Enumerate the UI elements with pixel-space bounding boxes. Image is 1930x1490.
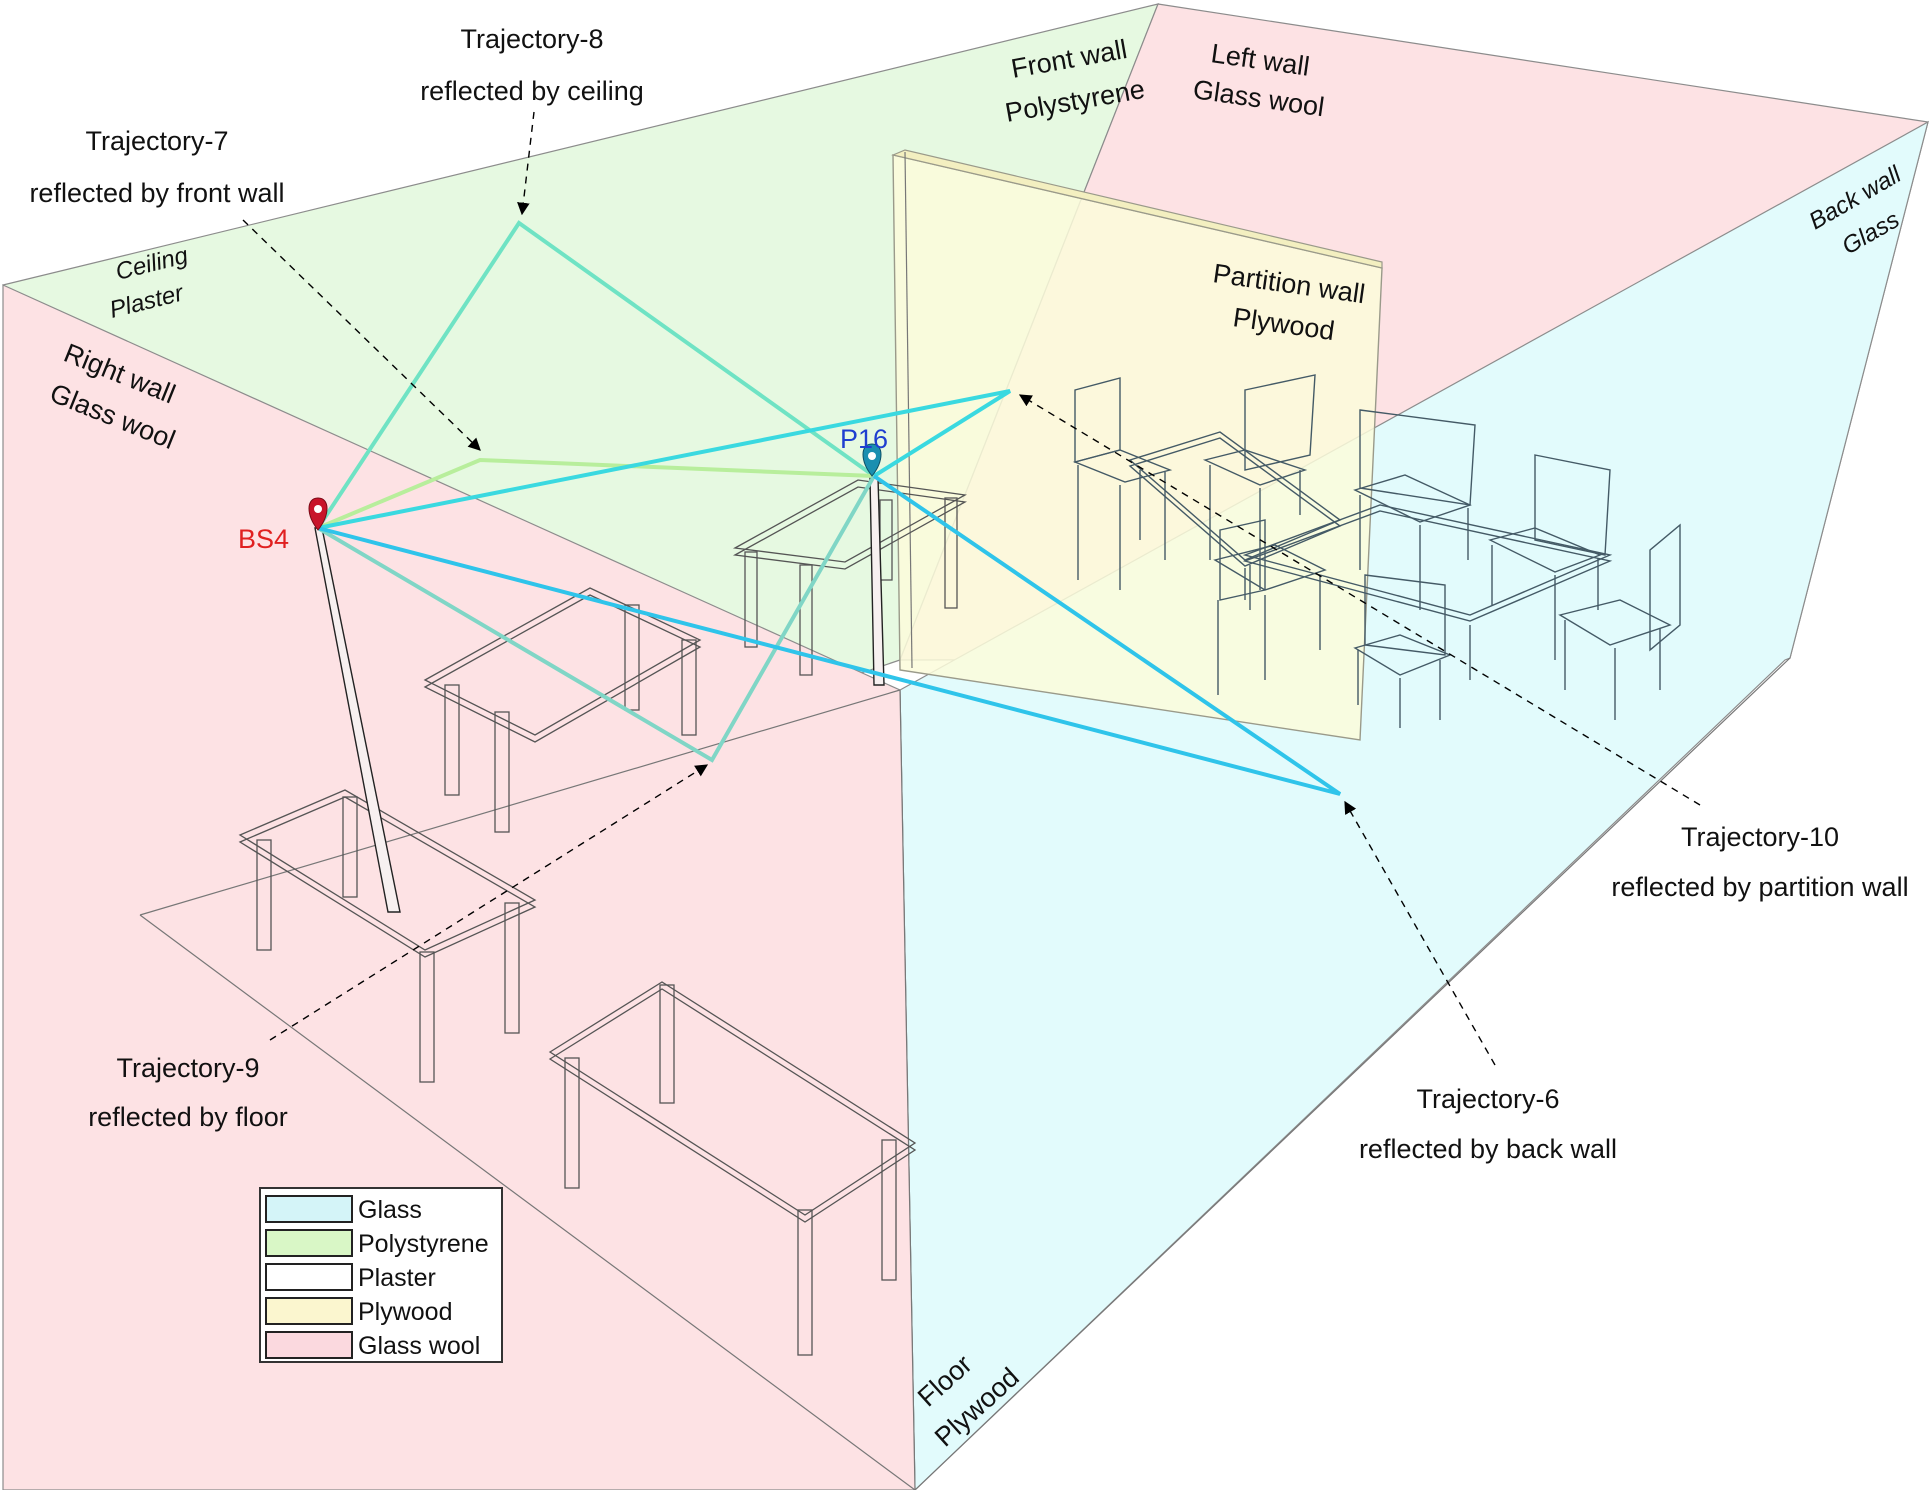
chair-4 <box>1488 454 1611 660</box>
trajectory-10-desc: reflected by partition wall <box>1611 872 1908 902</box>
chair-7 <box>1558 523 1681 720</box>
trajectory-6-path <box>317 474 1342 796</box>
legend-swatch-polystyrene <box>265 1229 353 1257</box>
room-edge-floor-right <box>139 914 916 1490</box>
bs-marker <box>308 497 328 531</box>
legend-swatch-plywood <box>265 1297 353 1325</box>
trajectory-6-leader <box>1344 800 1496 1066</box>
chair-1 <box>1072 377 1173 590</box>
legend: Glass Polystyrene Plaster Plywood Glass … <box>259 1187 503 1363</box>
legend-label-plywood: Plywood <box>358 1298 453 1326</box>
trajectory-9-leader <box>269 764 709 1041</box>
trajectory-9-path <box>316 475 876 763</box>
floor-surface <box>140 690 915 1490</box>
bs-label: BS4 <box>238 524 289 554</box>
legend-label-glass: Glass <box>358 1196 422 1224</box>
chair-3 <box>1353 409 1476 610</box>
partition-wall-side <box>891 149 1383 269</box>
trajectory-7-name: Trajectory-7 <box>85 126 228 156</box>
trajectory-7-path <box>317 457 875 530</box>
trajectory-9-desc: reflected by floor <box>88 1102 288 1132</box>
trajectory-7-desc: reflected by front wall <box>29 178 284 208</box>
long-table <box>1242 504 1613 680</box>
legend-swatch-glass <box>265 1195 353 1223</box>
chair-5 <box>1213 519 1327 695</box>
legend-label-glass-wool: Glass wool <box>358 1332 480 1360</box>
table-3 <box>548 981 917 1356</box>
trajectory-8-path <box>316 220 876 530</box>
trajectory-8-name: Trajectory-8 <box>460 24 603 54</box>
trajectories <box>316 220 1342 796</box>
trajectory-8-desc: reflected by ceiling <box>420 76 644 106</box>
room-edge-floor-front <box>139 689 901 916</box>
trajectory-8-leader <box>517 111 535 216</box>
trajectory-10-path <box>317 389 1012 530</box>
table-4 <box>732 479 968 676</box>
trajectory-6-desc: reflected by back wall <box>1359 1134 1617 1164</box>
room-edge-corner <box>899 689 916 1490</box>
legend-label-plaster: Plaster <box>358 1264 436 1292</box>
legend-swatch-plaster <box>265 1263 353 1291</box>
trajectory-10-name: Trajectory-10 <box>1681 822 1839 852</box>
table-2 <box>423 587 702 833</box>
table-1 <box>238 789 537 1083</box>
trajectory-6-name: Trajectory-6 <box>1416 1084 1559 1114</box>
trajectory-10-leader <box>1018 394 1701 806</box>
room-edge-back-floor <box>914 657 1791 1490</box>
chair-2 <box>1202 374 1316 590</box>
p-label: P16 <box>840 424 888 454</box>
p-marker <box>862 443 882 477</box>
legend-label-polystyrene: Polystyrene <box>358 1230 489 1258</box>
trajectory-7-leader <box>242 219 481 451</box>
trajectory-9-name: Trajectory-9 <box>116 1053 259 1083</box>
legend-swatch-glass-wool <box>265 1331 353 1359</box>
